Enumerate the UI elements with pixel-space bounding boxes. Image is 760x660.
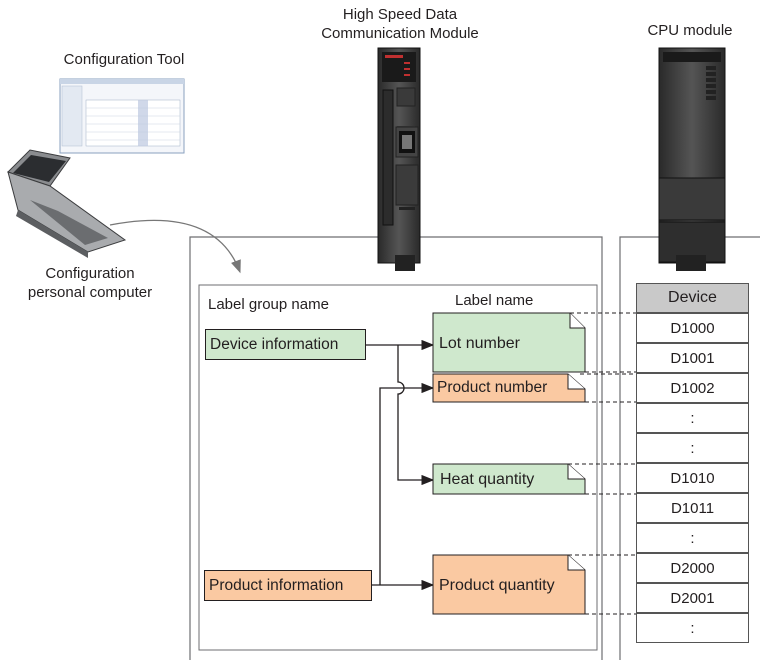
device-row: : [636,403,749,433]
label-heat-quantity: Heat quantity [440,471,535,488]
device-row: D2001 [636,583,749,613]
label-note-lot [432,312,586,373]
device-table-header: Device [636,283,749,313]
config-tool-screenshot [59,78,185,154]
hsdcm-title-line1: High Speed Data [342,6,458,23]
label-group-header: Label group name [208,296,329,313]
label-note-heat [432,463,586,495]
device-row: D1011 [636,493,749,523]
pc-title-line2: personal computer [27,284,153,301]
label-name-header: Label name [455,292,534,309]
label-area-frame [198,284,598,651]
label-note-product-quantity [432,554,586,615]
device-row: D1000 [636,313,749,343]
device-row: : [636,613,749,643]
laptop-image [7,149,127,258]
cpu-module-title: CPU module [647,22,733,39]
group-device-information: Device information [205,329,366,360]
device-mapping-lines [568,312,636,615]
label-lot-number: Lot number [439,335,520,352]
cpu-module-image [658,47,726,271]
device-row: : [636,523,749,553]
label-product-number: Product number [437,379,548,396]
pc-title-line1: Configuration [45,265,135,282]
device-row: D1001 [636,343,749,373]
device-row: D1010 [636,463,749,493]
device-row: : [636,433,749,463]
label-note-product-number [432,373,586,403]
device-row: D1002 [636,373,749,403]
config-tool-title: Configuration Tool [63,51,185,68]
wire-product-to-number [379,382,435,585]
pc-connection-arrow [109,219,241,274]
hsdcm-title-line2: Communication Module [321,25,479,42]
label-product-quantity: Product quantity [439,577,555,594]
group-product-information: Product information [204,570,372,601]
device-row: D2000 [636,553,749,583]
hsdcm-module-image [377,47,421,271]
wire-device-to-heat [397,345,435,486]
